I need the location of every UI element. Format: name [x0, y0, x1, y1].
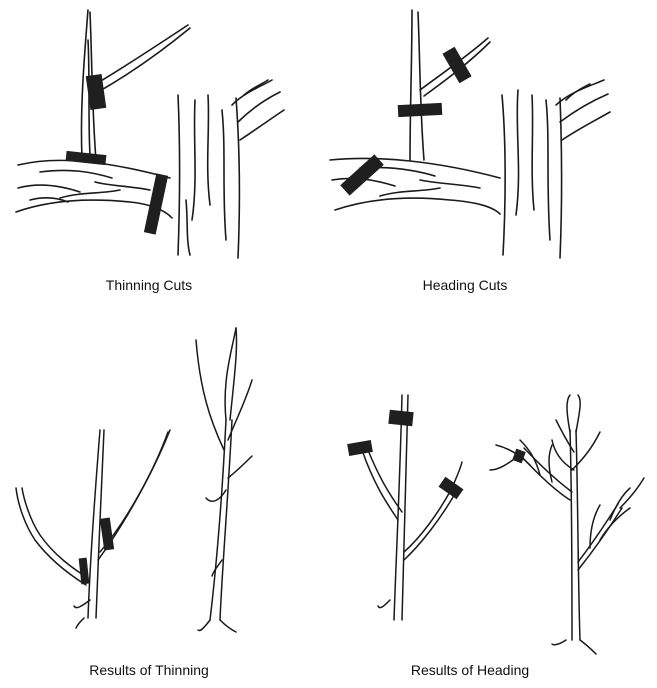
tree-3a: [16, 430, 170, 628]
caption-results-thinning: Results of Thinning: [89, 662, 209, 678]
caption-thinning-cuts: Thinning Cuts: [106, 277, 192, 293]
branch-1: [16, 160, 172, 218]
caption-heading-cuts: Heading Cuts: [423, 277, 508, 293]
cut-mark: [398, 103, 443, 117]
cut-mark: [439, 477, 464, 499]
results-thinning-illustration: [16, 328, 252, 632]
caption-results-heading: Results of Heading: [411, 662, 529, 678]
tree-4a: [362, 395, 462, 620]
cut-mark: [512, 449, 526, 464]
trunk-1: [178, 80, 284, 258]
thinning-cuts-illustration: [16, 10, 284, 258]
cut-mark: [442, 47, 471, 83]
cut-mark: [388, 410, 413, 426]
cut-mark: [66, 151, 107, 165]
cut-mark: [100, 517, 114, 550]
heading-cuts-illustration: [330, 10, 610, 258]
cut-mark: [144, 173, 168, 234]
shoot-2: [410, 10, 424, 160]
twig-1: [94, 25, 190, 92]
tree-3b: [196, 328, 252, 632]
tree-4b: [490, 395, 644, 654]
cut-mark: [340, 154, 384, 195]
results-heading-illustration: [347, 395, 644, 654]
trunk-2: [502, 80, 610, 258]
cut-mark: [79, 558, 90, 585]
